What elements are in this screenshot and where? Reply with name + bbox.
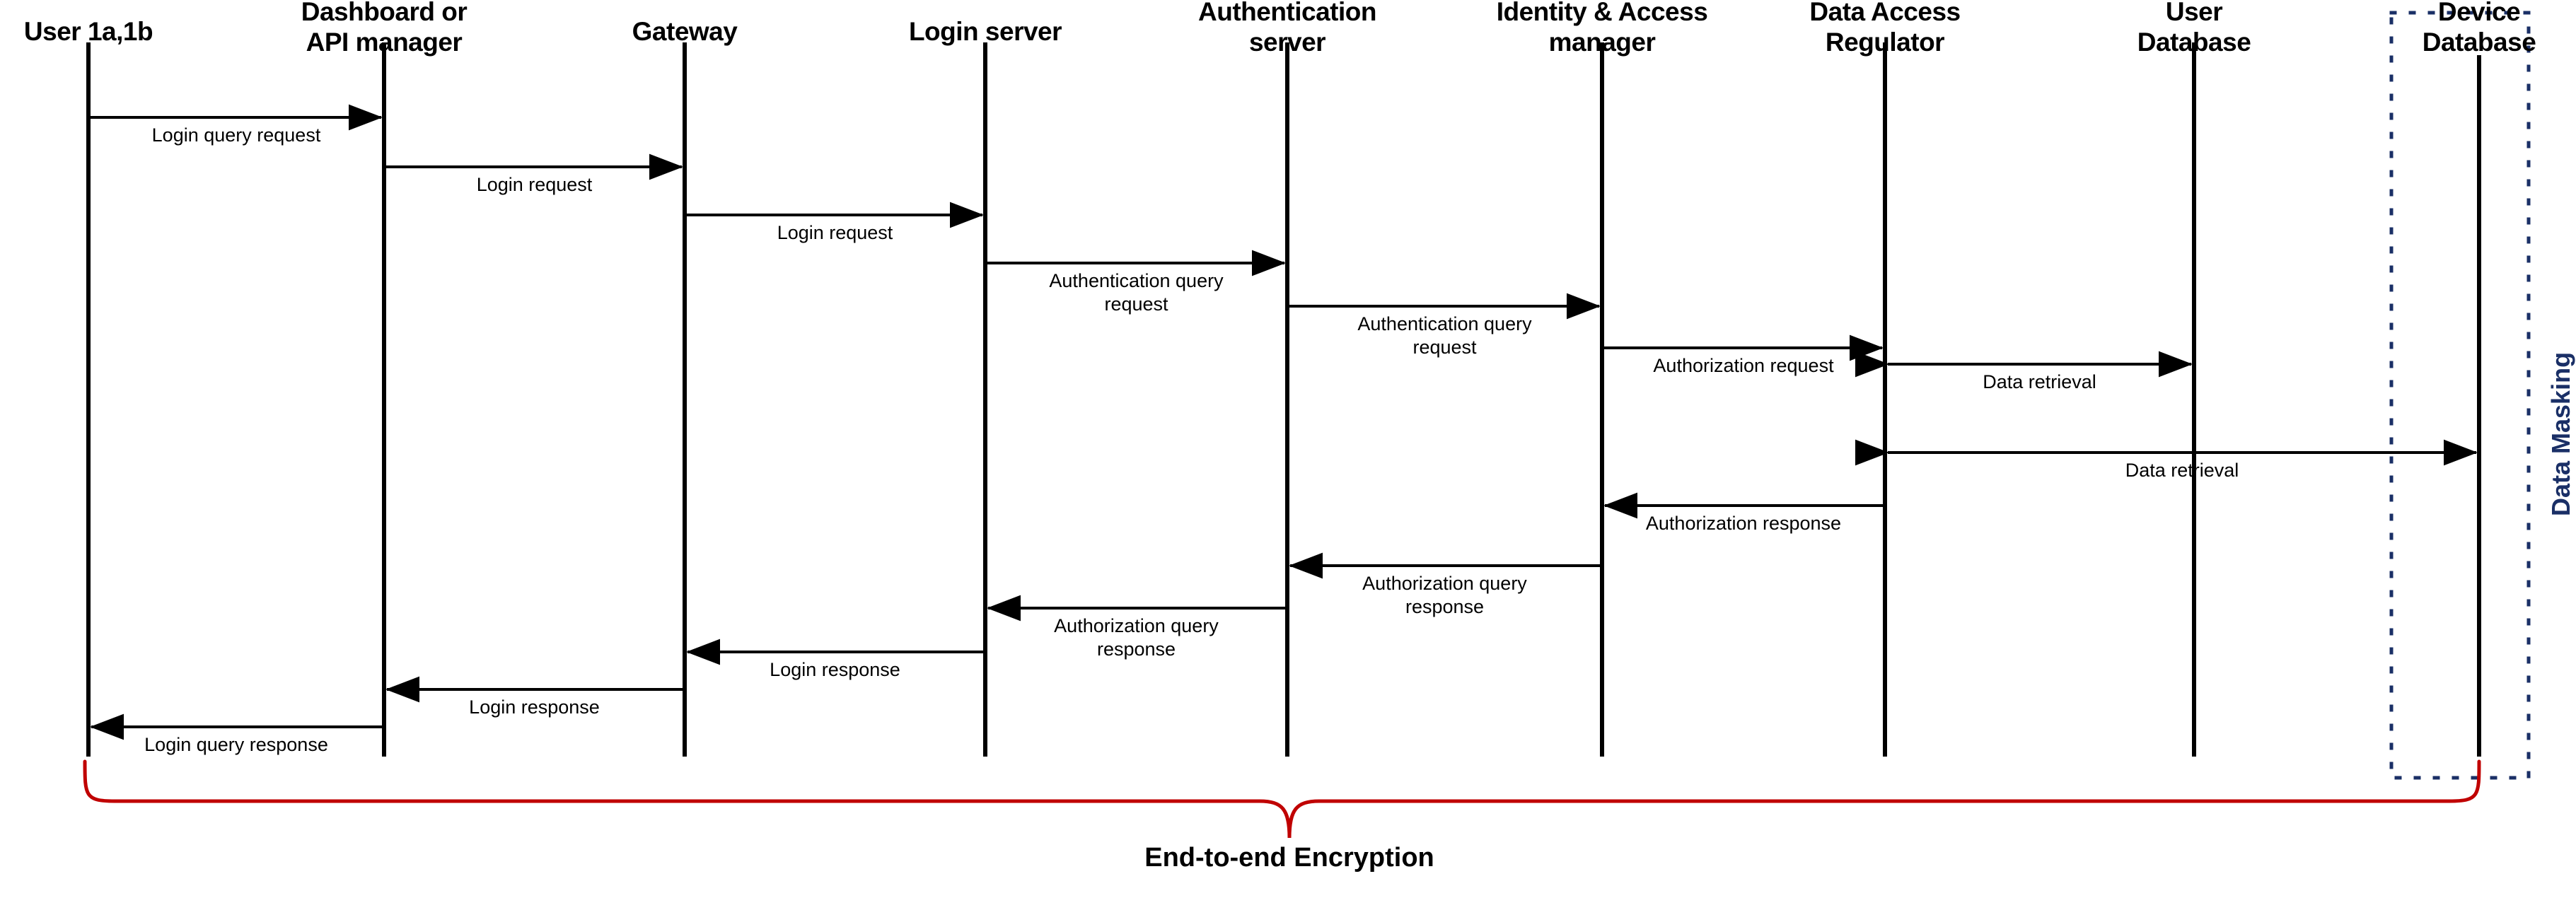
message-label-m2: Login request	[476, 174, 593, 195]
message-label-m6: Authorization request	[1653, 355, 1834, 376]
device-database-group-box	[2389, 11, 2531, 780]
lifelines-group	[86, 42, 2481, 757]
message-label-m3: Login request	[777, 222, 893, 243]
lifeline-header-authsrv: Authentication server	[1198, 0, 1376, 57]
lifeline-header-userdb: User Database	[2137, 0, 2251, 57]
lifeline-header-gateway: Gateway	[632, 17, 738, 46]
lifeline-header-user: User 1a,1b	[23, 17, 153, 46]
message-label-m10: Authorization query response	[1362, 573, 1527, 617]
data-masking-label: Data Masking	[2546, 351, 2575, 516]
message-label-m12: Login response	[770, 659, 900, 680]
lifeline-header-dashboard: Dashboard or API manager	[301, 0, 468, 57]
message-label-m14: Login query response	[144, 734, 328, 755]
lifeline-header-iam: Identity & Access manager	[1496, 0, 1708, 57]
lifeline-header-loginsrv: Login server	[908, 17, 1062, 46]
message-label-m9: Authorization response	[1645, 513, 1842, 534]
message-label-m11: Authorization query response	[1054, 615, 1219, 660]
messages-group	[88, 104, 2478, 740]
lifeline-header-devicedb: Device Database	[2422, 0, 2536, 57]
lifeline-header-dar: Data Access Regulator	[1809, 0, 1961, 57]
message-label-m1: Login query request	[151, 124, 321, 146]
end-to-end-encryption-brace	[83, 759, 2481, 839]
message-label-m7: Data retrieval	[1983, 371, 2096, 392]
end-to-end-encryption-label: End-to-end Encryption	[1144, 843, 1434, 873]
message-label-m5: Authentication query request	[1357, 313, 1532, 358]
message-label-m8: Data retrieval	[2125, 460, 2239, 481]
message-label-m4: Authentication query request	[1049, 270, 1224, 315]
message-label-m13: Login response	[469, 696, 600, 718]
